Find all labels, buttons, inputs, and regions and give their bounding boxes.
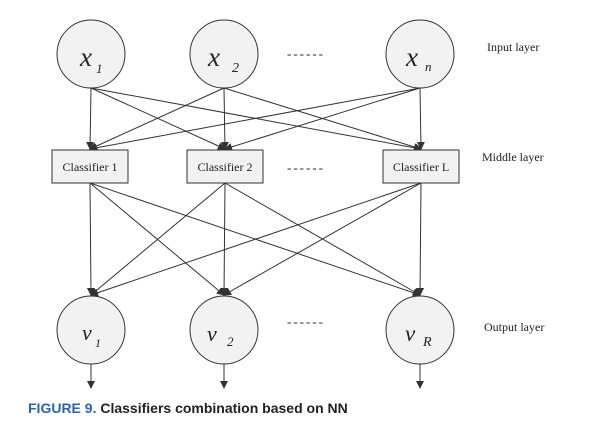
middle-layer-label: Middle layer: [482, 150, 544, 164]
classifier-2-label: Classifier 2: [198, 160, 253, 174]
classifier-1-label: Classifier 1: [63, 160, 118, 174]
edge-input-3-to-classifier-1: [89, 87, 421, 152]
connections: [86, 87, 425, 389]
caption-text: Classifiers combination based on NN: [100, 400, 348, 416]
output-node-2-symbol: v: [207, 321, 217, 346]
output-node-1-subscript: 1: [95, 336, 101, 350]
input-node-2: x 2: [189, 19, 259, 89]
input-node-1: x 1: [56, 19, 126, 89]
output-layer-label: Output layer: [484, 320, 544, 334]
input-node-2-subscript: 2: [232, 61, 239, 76]
input-node-1-subscript: 1: [96, 61, 103, 76]
classifier-l-label: Classifier L: [393, 160, 449, 174]
edge-input-1-to-classifier-1: [86, 87, 95, 150]
figure-caption: FIGURE 9. Classifiers combination based …: [28, 400, 348, 416]
output-node-r: v R: [385, 295, 455, 365]
output-node-1: v 1: [56, 295, 126, 365]
middle-ellipsis: ------: [287, 160, 325, 175]
edge-classifier-2-to-output-1: [90, 182, 226, 296]
output-node-2: v 2: [189, 295, 259, 365]
input-node-n: x n: [385, 19, 455, 89]
input-layer-label: Input layer: [487, 40, 539, 54]
edge-classifier-1-to-output-1: [86, 182, 95, 296]
input-ellipsis: ------: [287, 46, 325, 61]
edge-input-3-to-classifier-3: [416, 87, 425, 150]
edge-classifier-3-to-output-1: [90, 182, 422, 297]
classifier-box-2: Classifier 2: [186, 149, 264, 184]
output-node-2-subscript: 2: [227, 334, 234, 349]
input-node-n-subscript: n: [425, 59, 432, 74]
output-node-r-symbol: v: [405, 321, 416, 346]
input-node-n-symbol: x: [405, 42, 418, 72]
output-node-r-subscript: R: [422, 335, 432, 350]
classifier-box-1: Classifier 1: [51, 149, 129, 184]
edge-classifier-3-to-output-3: [416, 182, 425, 296]
edge-classifier-1-to-output-2: [89, 182, 225, 296]
classifier-box-l: Classifier L: [382, 149, 460, 184]
edge-input-3-to-classifier-2: [224, 87, 421, 151]
figure-number: FIGURE 9.: [28, 400, 97, 416]
input-node-2-symbol: x: [207, 42, 220, 72]
input-node-1-symbol: x: [79, 42, 92, 72]
edge-classifier-2-to-output-2: [220, 182, 229, 296]
edge-input-2-to-classifier-2: [220, 87, 229, 150]
edge-classifier-3-to-output-2: [223, 182, 422, 296]
output-node-1-symbol: v: [82, 320, 92, 345]
edge-input-2-to-classifier-1: [89, 87, 225, 150]
output-ellipsis: ------: [287, 314, 325, 329]
